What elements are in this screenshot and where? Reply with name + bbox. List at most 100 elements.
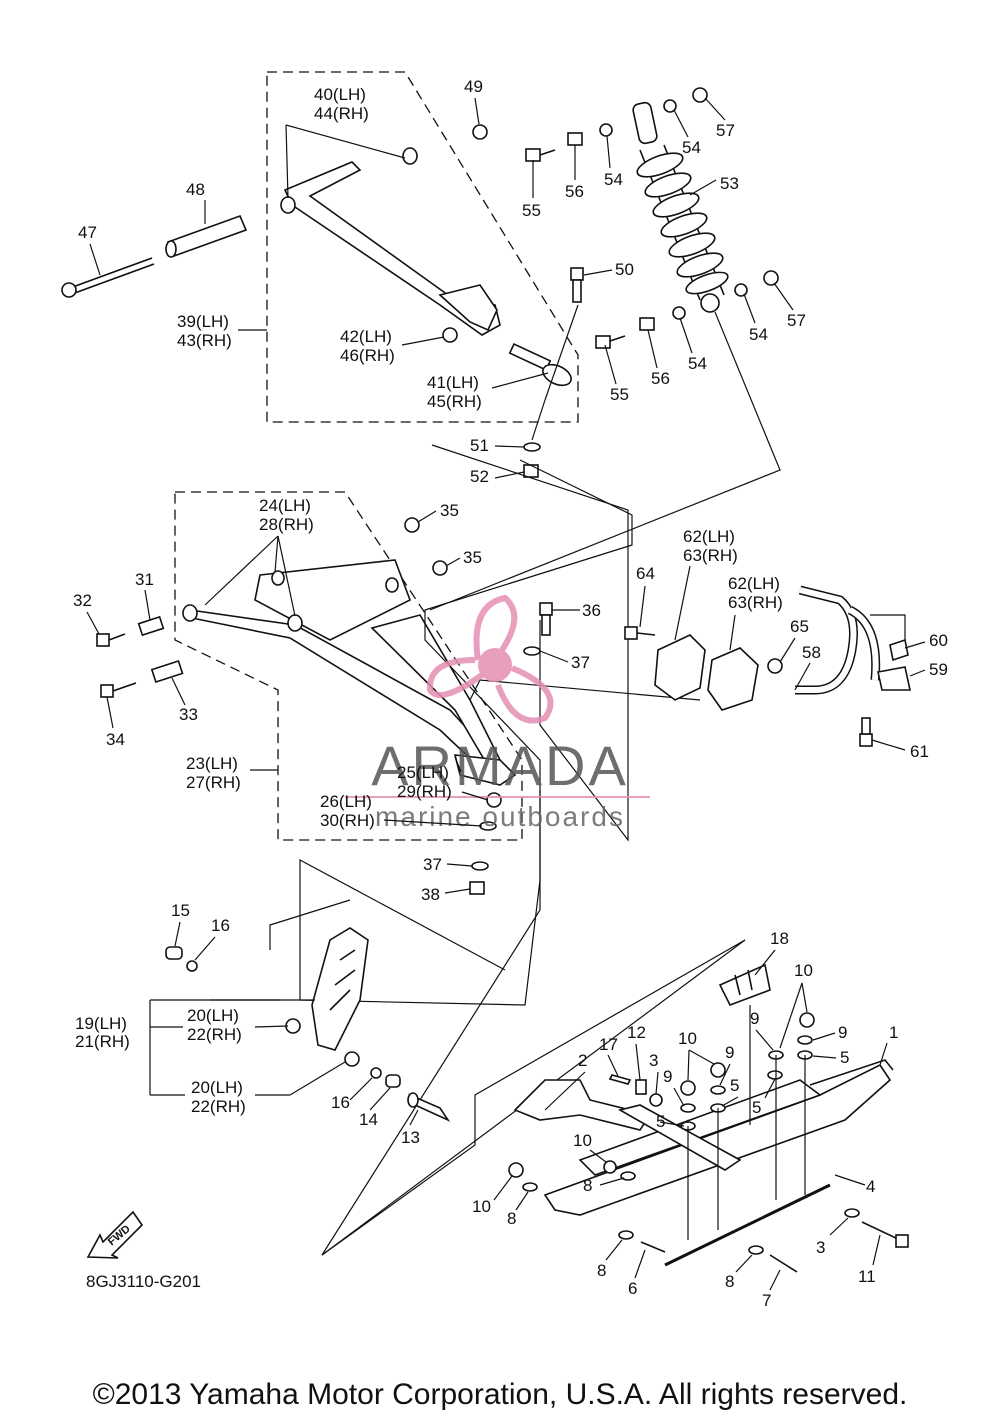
callout-26: 26(LH) [320,792,372,811]
callout-51: 51 [470,436,489,455]
callout-4: 4 [866,1177,875,1196]
watermark-brand: ARMADA [371,734,629,797]
callout-labels: 1 2 3 3 4 5 5 5 5 6 7 8 8 8 8 9 9 9 9 10… [73,77,948,1310]
callout-20: 20(LH) [187,1006,239,1025]
callout-8: 8 [725,1272,734,1291]
lower-a-arm [182,559,517,786]
ski-spindle-bracket [513,1079,742,1171]
callout-35: 35 [463,548,482,567]
callout-15: 15 [171,901,190,920]
callout-7: 7 [762,1291,771,1310]
watermark: ARMADA marine outboards [345,594,650,832]
drawing-code: 8GJ3110-G201 [86,1272,201,1291]
callout-36: 36 [582,601,601,620]
callout-24: 24(LH) [259,496,311,515]
ski-1 [543,1059,894,1216]
watermark-tagline: marine outboards [375,801,625,832]
nut-42 [442,327,458,343]
callout-31: 31 [135,570,154,589]
callout-28: 28(RH) [259,515,314,534]
spindle-hardware [165,946,451,1122]
callout-22: 22(RH) [191,1097,246,1116]
lower-arm-hardware [96,517,553,895]
callout-57: 57 [787,311,806,330]
callout-brackets [149,329,346,1096]
bolt-50 [570,267,584,303]
callout-55: 55 [522,201,541,220]
callout-18: 18 [770,929,789,948]
callout-63: 63(RH) [728,593,783,612]
callout-1: 1 [889,1023,898,1042]
callout-62: 62(LH) [683,527,735,546]
callout-22: 22(RH) [187,1025,242,1044]
upper-a-arm [280,147,501,336]
callout-8: 8 [507,1209,516,1228]
ski-hardware [508,1012,909,1273]
sway-bar-58 [795,585,881,695]
shock-hardware [525,87,779,349]
callout-35: 35 [440,501,459,520]
callout-5: 5 [656,1112,665,1131]
callout-65: 65 [790,617,809,636]
callout-25: 25(LH) [397,763,449,782]
callout-49: 49 [464,77,483,96]
callout-46: 46(RH) [340,346,395,365]
callout-13: 13 [401,1128,420,1147]
callout-57: 57 [716,121,735,140]
callout-20: 20(LH) [191,1078,243,1097]
callout-21: 21(RH) [75,1032,130,1051]
washer-51 [523,442,541,452]
ski-leaders [321,939,806,1256]
callout-8: 8 [597,1261,606,1280]
callout-54: 54 [688,354,707,373]
callout-27: 27(RH) [186,773,241,792]
callout-55: 55 [610,385,629,404]
callout-62: 62(LH) [728,574,780,593]
callout-19: 19(LH) [75,1014,127,1033]
callout-38: 38 [421,885,440,904]
callout-50: 50 [615,260,634,279]
callout-9: 9 [663,1067,672,1086]
wear-bar-4 [664,1183,831,1267]
callout-6: 6 [628,1279,637,1298]
callout-48: 48 [186,180,205,199]
callout-10: 10 [573,1131,592,1150]
ball-joint-41 [508,342,572,387]
callout-9: 9 [750,1009,759,1028]
lower-arm-group-box [174,491,523,841]
callout-3: 3 [649,1051,658,1070]
callout-34: 34 [106,730,125,749]
shock-absorber-53 [632,101,729,313]
callout-41: 41(LH) [427,373,479,392]
ski-handle-18 [718,963,771,1007]
callout-2: 2 [578,1051,587,1070]
callout-42: 42(LH) [340,327,392,346]
callout-33: 33 [179,705,198,724]
callout-54: 54 [749,325,768,344]
callout-60: 60 [929,631,948,650]
bolt-47 [61,257,155,298]
callout-54: 54 [604,170,623,189]
callout-23: 23(LH) [186,754,238,773]
callout-9: 9 [725,1043,734,1062]
callout-16: 16 [211,916,230,935]
callout-58: 58 [802,643,821,662]
callout-30: 30(RH) [320,811,375,830]
copyright-notice: ©2013 Yamaha Motor Corporation, U.S.A. A… [92,1378,908,1411]
callout-17: 17 [599,1035,618,1054]
nut-52 [523,464,539,478]
callout-10: 10 [794,961,813,980]
callout-56: 56 [565,182,584,201]
callout-53: 53 [720,174,739,193]
callout-40: 40(LH) [314,85,366,104]
callout-56: 56 [651,369,670,388]
callout-43: 43(RH) [177,331,232,350]
collar-48 [165,214,248,258]
callout-5: 5 [730,1076,739,1095]
callout-63: 63(RH) [683,546,738,565]
label-leaders [86,97,926,1291]
callout-45: 45(RH) [427,392,482,411]
spindle-19 [285,927,369,1067]
callout-37: 37 [571,653,590,672]
